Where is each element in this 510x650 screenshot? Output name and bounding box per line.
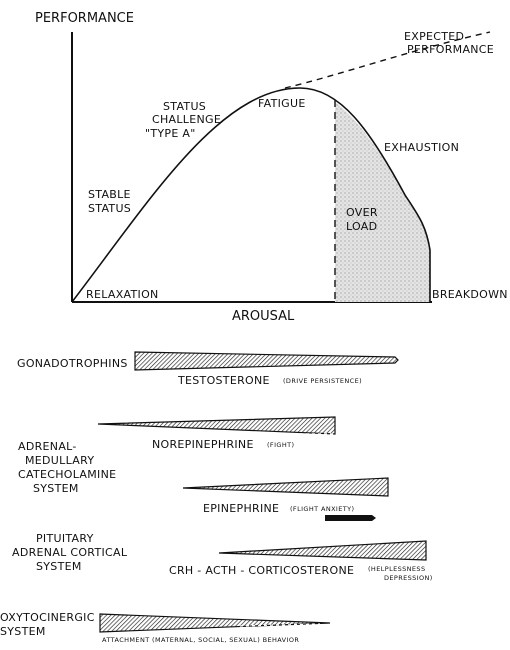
adrenal-medullary-line1: ADRENAL- (18, 440, 77, 453)
norepinephrine-label: NOREPINEPHRINE (152, 438, 254, 451)
testosterone-note: (DRIVE PERSISTENCE) (283, 377, 362, 385)
corticosterone-label: CRH - ACTH - CORTICOSTERONE (169, 564, 354, 577)
overload-label-line1: OVER (346, 206, 378, 219)
overload-region (335, 102, 430, 302)
norepinephrine-bar (97, 416, 336, 435)
testosterone-bar (134, 351, 399, 371)
norepinephrine-note: (FIGHT) (267, 441, 294, 449)
pituitary-line3: SYSTEM (36, 560, 82, 573)
testosterone-label: TESTOSTERONE (177, 374, 270, 387)
oxytocinergic-line1: OXYTOCINERGIC (0, 611, 95, 624)
performance-curve (71, 87, 431, 303)
status-challenge-line3: "TYPE A" (145, 127, 196, 140)
x-axis-label: AROUSAL (232, 309, 295, 324)
epinephrine-note: (FLIGHT ANXIETY) (290, 505, 354, 513)
gonadotrophins-label: GONADOTROPHINS (17, 357, 128, 370)
status-challenge-line2: CHALLENGE (152, 113, 221, 126)
adrenal-medullary-line3: CATECHOLAMINE (18, 468, 116, 481)
stable-status-line2: STATUS (88, 202, 131, 215)
overload-label-line2: LOAD (346, 220, 377, 233)
fatigue-label: FATIGUE (258, 97, 306, 110)
expected-label-line1: EXPECTED (404, 30, 464, 43)
pituitary-line1: PITUITARY (36, 532, 94, 545)
breakdown-label: BREAKDOWN (432, 288, 508, 301)
pituitary-line2: ADRENAL CORTICAL (12, 546, 128, 559)
exhaustion-label: EXHAUSTION (384, 141, 459, 154)
epinephrine-bar (182, 477, 389, 497)
corticosterone-bar (218, 540, 427, 561)
adrenal-medullary-line4: SYSTEM (33, 482, 79, 495)
corticosterone-note-line2: DEPRESSION) (384, 574, 433, 582)
oxytocinergic-line2: SYSTEM (0, 625, 46, 638)
relaxation-label: RELAXATION (86, 288, 159, 301)
epinephrine-tail (325, 515, 376, 521)
y-axis-label: PERFORMANCE (35, 11, 134, 26)
status-challenge-line1: STATUS (163, 100, 206, 113)
adrenal-medullary-line2: MEDULLARY (25, 454, 94, 467)
oxytocin-note: ATTACHMENT (MATERNAL, SOCIAL, SEXUAL) BE… (102, 636, 299, 644)
epinephrine-label: EPINEPHRINE (203, 502, 279, 515)
oxytocin-bar (99, 613, 331, 633)
expected-label-line2: PERFORMANCE (407, 43, 494, 56)
stable-status-line1: STABLE (88, 188, 131, 201)
corticosterone-note-line1: (HELPLESSNESS (368, 565, 425, 573)
